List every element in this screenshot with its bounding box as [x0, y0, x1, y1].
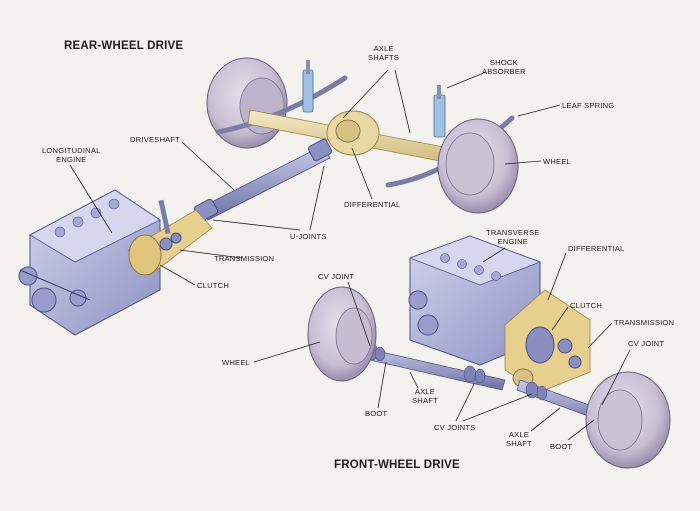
front-transmission: [504, 289, 591, 393]
rear-left-wheel: [206, 57, 288, 149]
label-cv-joint-left: CV JOINT: [318, 272, 355, 281]
label-driveshaft: DRIVESHAFT: [130, 135, 181, 144]
label-rear-transmission: TRANSMISSION: [214, 254, 275, 263]
label-front-wheel: WHEEL: [222, 358, 251, 367]
front-left-wheel: [307, 286, 377, 382]
label-boot-right: BOOT: [550, 442, 573, 451]
label-rear-clutch: CLUTCH: [197, 281, 229, 290]
front-leader-lines: [253, 247, 631, 441]
label-u-joints: U-JOINTS: [290, 232, 327, 241]
rear-axle-housing: [247, 109, 471, 167]
rear-right-wheel: [437, 118, 519, 214]
label-leaf-spring: LEAF SPRING: [562, 101, 615, 110]
front-right-wheel: [585, 371, 671, 469]
rear-wheel-drive-heading: REAR-WHEEL DRIVE: [64, 40, 184, 52]
longitudinal-engine: [18, 189, 161, 336]
label-front-differential: DIFFERENTIAL: [568, 244, 625, 253]
label-boot-left: BOOT: [365, 409, 388, 418]
rear-transmission: [127, 199, 213, 276]
label-rear-wheel: WHEEL: [543, 157, 572, 166]
shock-absorber: [302, 60, 446, 138]
label-cv-joint-right: CV JOINT: [628, 339, 665, 348]
rear-leader-lines: [69, 69, 561, 286]
front-wheel-drive-heading: FRONT-WHEEL DRIVE: [334, 459, 460, 471]
driveshaft: [193, 138, 333, 222]
label-front-transmission: TRANSMISSION: [614, 318, 675, 327]
label-rear-differential: DIFFERENTIAL: [344, 200, 401, 209]
label-cv-joints: CV JOINTS: [434, 423, 476, 432]
label-front-clutch: CLUTCH: [570, 301, 602, 310]
